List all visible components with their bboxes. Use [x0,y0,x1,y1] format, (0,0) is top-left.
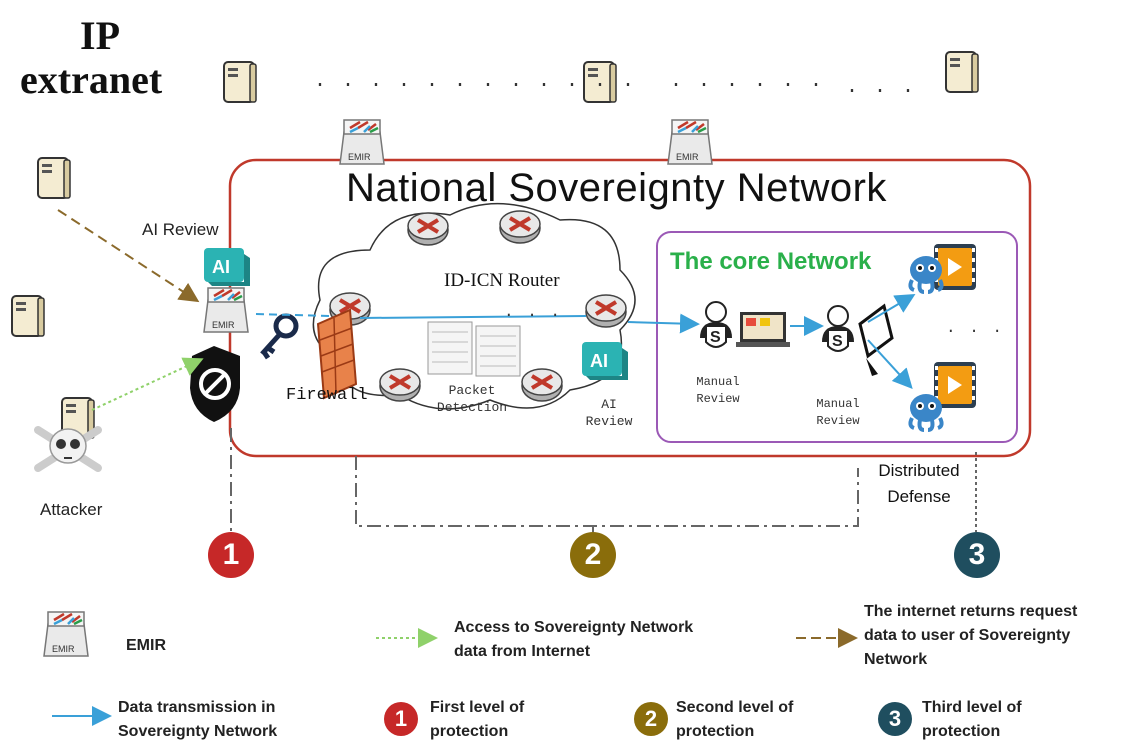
legend-first-line1: First level of [430,699,525,716]
distributed-defense-label: Distributed Defense [864,458,974,510]
attacker-label: Attacker [40,500,103,519]
top-dots: · · · · · · · · · · · · [314,74,637,97]
legend-second-level: Second level of protection [676,696,793,744]
firewall-label: Firewall [286,386,368,405]
legend-return-line3: Network [864,651,928,668]
legend-level-2-badge: 2 [634,702,668,736]
top-dots: · · · [846,80,917,103]
ai-review-line1: AI [601,397,617,412]
packet-icon [427,321,521,377]
legend-emir: EMIR [126,637,166,654]
distributed-line1: Distributed [878,461,960,480]
legend-level-3-badge: 3 [878,702,912,736]
network-cloud [312,202,636,410]
access-arrow [91,357,204,411]
legend-return: The internet returns request data to use… [864,600,1077,672]
legend-first-line2: protection [430,723,509,740]
monitor-icon [858,303,894,376]
core-network-border [656,231,1018,443]
manual-review-b-line2: Review [816,414,860,428]
transmission-arrow [627,313,700,334]
ai-review-label: AI Review [142,220,219,239]
emir-icon [42,610,90,658]
router-icon [584,293,628,329]
legend-second-line2: protection [676,723,755,740]
server-icon [37,157,71,199]
server-icon [11,295,45,337]
legend-third-line2: protection [922,723,1001,740]
manual-review-label: Manual Review [686,374,750,408]
level2-connector [355,456,859,527]
ip-title-line2: extranet [20,57,163,102]
video-icon [934,362,976,408]
level-1-badge: 1 [208,532,254,578]
legend-first-level: First level of protection [430,696,524,744]
manual-review-b-line1: Manual [816,397,860,411]
top-dots: · · · · · · [670,74,825,97]
router-icon [406,211,450,247]
legend-transmission-line1: Data transmission in [118,699,276,716]
emir-icon [202,286,250,334]
ai-icon [204,248,250,286]
legend-return-line2: data to user of Sovereignty [864,627,1071,644]
server-icon [945,51,979,93]
transmission-arrow [359,315,587,319]
emir-icon [338,118,386,166]
ai-review-line2: Review [585,414,633,429]
router-icon [520,367,564,403]
legend-transmission-line2: Sovereignty Network [118,723,278,740]
legend-access-line1: Access to Sovereignty Network [454,619,694,636]
transmission-arrow [867,293,916,323]
legend-second-line1: Second level of [676,699,794,716]
ip-title: IP extranet [20,13,162,102]
level-3-badge: 3 [954,532,1000,578]
legend-third-level: Third level of protection [922,696,1022,744]
server-icon [223,61,257,103]
transmission-arrow [867,339,913,389]
legend-access: Access to Sovereignty Network data from … [454,616,693,664]
packet-detection-line2: Detection [436,400,508,415]
legend-return-line1: The internet returns request [864,603,1078,620]
legend-third-line1: Third level of [922,699,1022,716]
ai-icon [582,342,628,380]
firewall-icon [316,308,358,400]
router-label: ID-ICN Router [444,270,560,291]
router-icon [498,209,542,245]
octopus-icon [908,392,944,432]
user-icon [821,305,855,352]
router-icon [378,367,422,403]
manual-review-line2: Review [696,392,740,406]
legend-level-1-badge: 1 [384,702,418,736]
cloud-dots: · · · [504,306,563,324]
skull-icon [34,426,102,472]
packet-detection-line1: Packet [448,383,496,398]
ip-title-line1: IP [80,13,120,58]
core-dots: · · · [946,322,1005,340]
core-network-title: The core Network [670,248,872,275]
packet-detection-label: Packet Detection [426,382,518,416]
emir-icon [666,118,714,166]
manual-review-line1: Manual [696,375,740,389]
distributed-line2: Defense [887,487,951,506]
level-2-badge: 2 [570,532,616,578]
shield-block-icon [190,346,240,422]
nsn-title: National Sovereignty Network [346,166,887,210]
legend-transmission: Data transmission in Sovereignty Network [118,696,277,744]
legend-access-line2: data from Internet [454,643,591,660]
manual-review-label-2: Manual Review [806,396,870,430]
return-arrow [57,209,200,303]
laptop-icon [736,312,790,347]
ai-review-label-2: AI Review [582,396,636,430]
key-icon [260,313,299,360]
user-icon [699,301,733,348]
